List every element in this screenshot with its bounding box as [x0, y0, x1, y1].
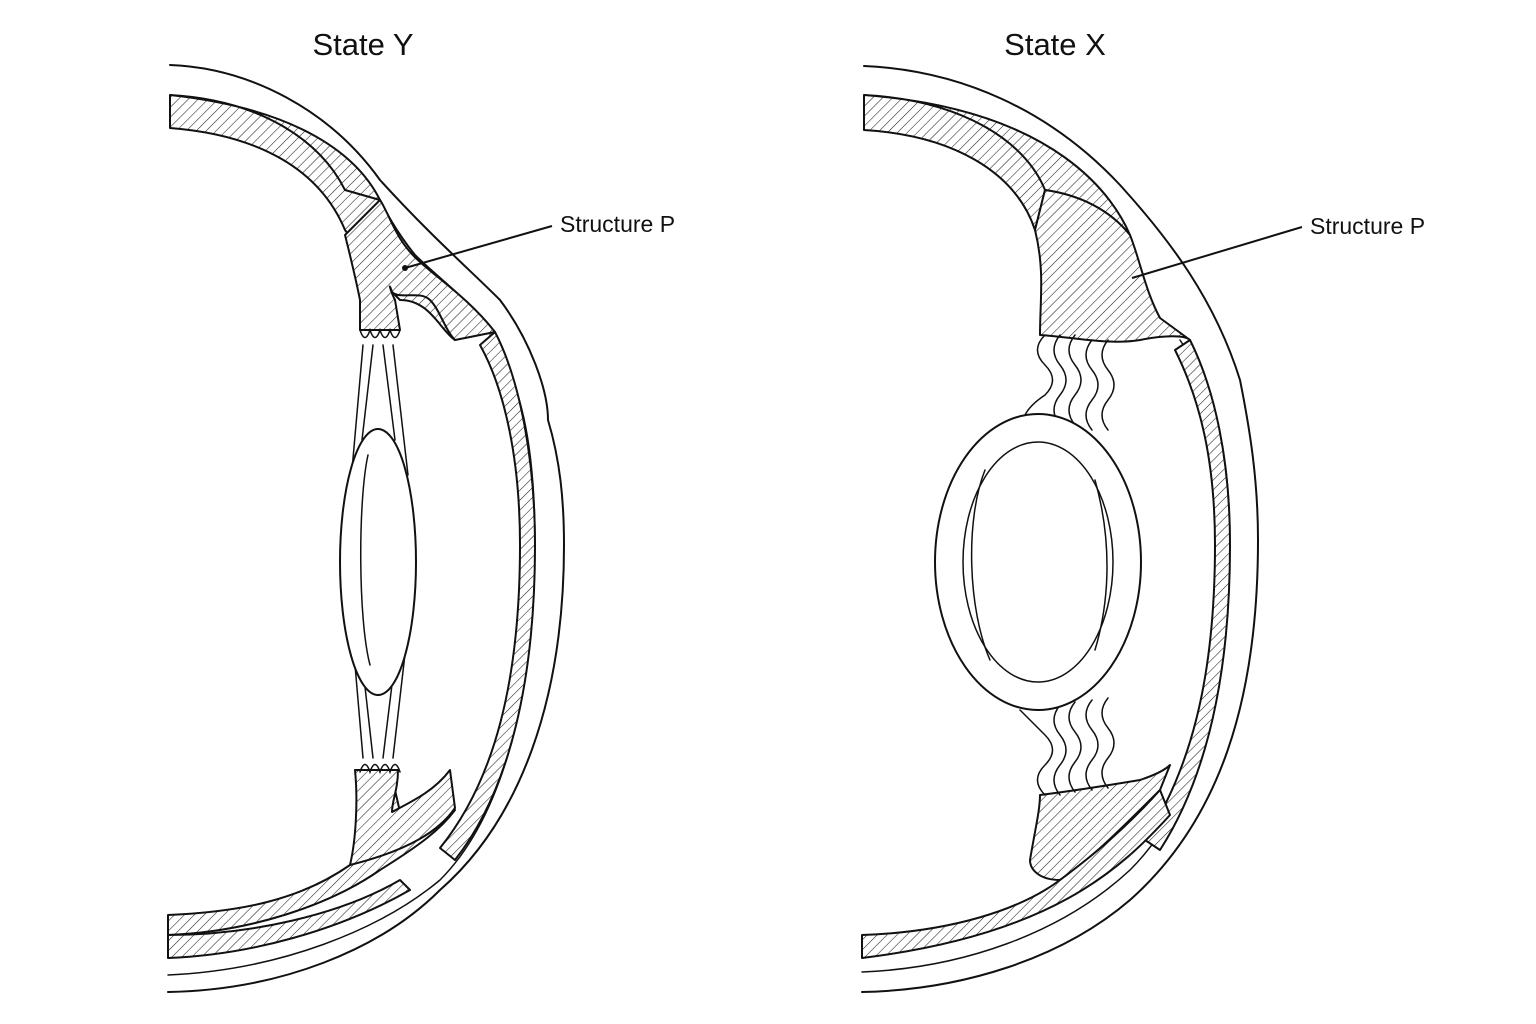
- structure-p-upper: [344, 199, 496, 341]
- lens-thin: [339, 428, 417, 696]
- callout-leader-x: [1131, 226, 1303, 279]
- callout-label-x: Structure P: [1310, 213, 1425, 239]
- panel-state-x: State X Str: [861, 27, 1425, 993]
- callout-leader-y: [404, 225, 553, 269]
- ciliary-processes-lower: [359, 763, 401, 775]
- lower-wall-band-x: [861, 789, 1171, 959]
- lens-thick: [934, 413, 1142, 711]
- bottom-wall-strip: [167, 879, 411, 959]
- lower-wall-band: [167, 769, 456, 936]
- callout-label-y: Structure P: [560, 211, 675, 237]
- panel-title-state-x: State X: [1004, 27, 1106, 62]
- callout-dot-y: [402, 265, 408, 271]
- panel-title-state-y: State Y: [312, 27, 413, 62]
- panel-state-y: State Y: [167, 27, 675, 993]
- ciliary-processes-upper: [359, 327, 401, 339]
- zonular-fibers-x: [1019, 334, 1115, 796]
- structure-p-lower: [349, 769, 456, 866]
- right-wall-band: [439, 331, 536, 861]
- outer-eye-wall: [167, 64, 565, 993]
- lens-capsule-x: [962, 441, 1114, 683]
- lens-highlight-y: [359, 454, 371, 666]
- lens-highlight-x2: [1094, 479, 1108, 651]
- lens-highlight-x: [970, 469, 991, 661]
- structure-p-upper-x: [1034, 189, 1191, 343]
- outer-eye-wall-x: [861, 65, 1259, 993]
